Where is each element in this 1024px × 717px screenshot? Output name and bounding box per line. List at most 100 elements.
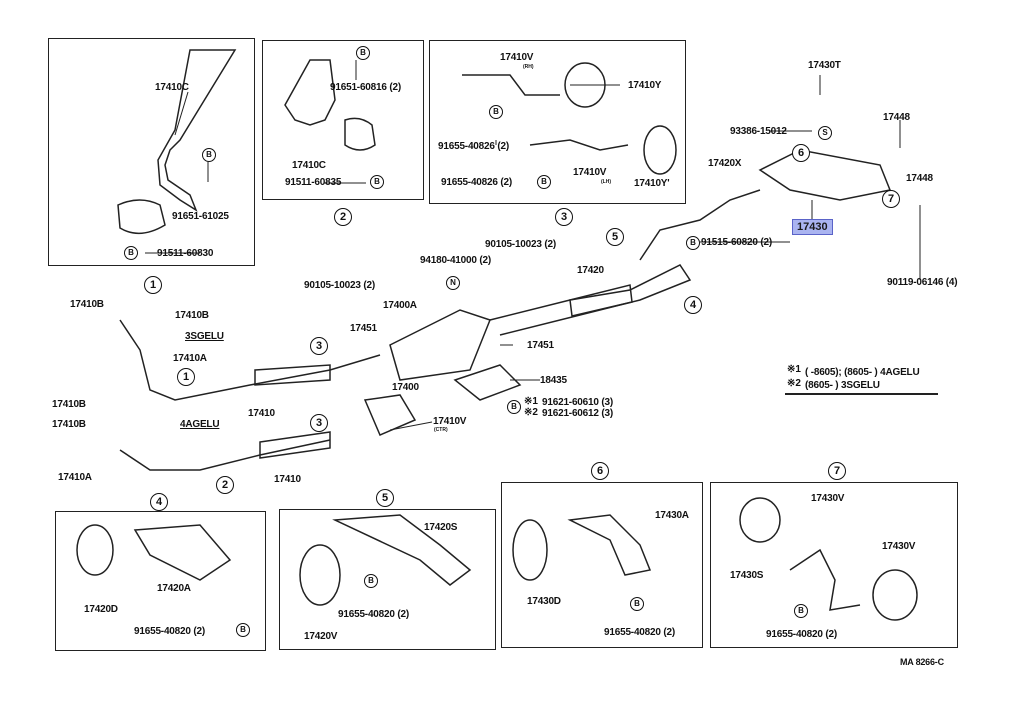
part-label[interactable]: 17410V bbox=[433, 416, 467, 427]
bolt-b-marker: B bbox=[356, 46, 370, 60]
footnote-mark-1: ※1 bbox=[524, 396, 538, 407]
index-marker-3: 3 bbox=[555, 208, 573, 226]
part-label[interactable]: 18435 bbox=[540, 375, 567, 386]
detail-box-6 bbox=[501, 482, 703, 648]
detail-box-3 bbox=[429, 40, 686, 204]
detail-box-7 bbox=[710, 482, 958, 648]
index-marker-2: 2 bbox=[334, 208, 352, 226]
part-label[interactable]: 17430T bbox=[808, 60, 841, 71]
detail-box-2 bbox=[262, 40, 424, 200]
bolt-b-marker: B bbox=[630, 597, 644, 611]
part-label[interactable]: 17410B bbox=[175, 310, 209, 321]
part-label[interactable]: 17410B bbox=[52, 419, 86, 430]
legend-mark-2: ※2 bbox=[787, 378, 801, 389]
bolt-b-marker: B bbox=[202, 148, 216, 162]
part-label[interactable]: 17410C bbox=[155, 82, 189, 93]
part-label[interactable]: 17430V bbox=[811, 493, 845, 504]
part-label[interactable]: 17400A bbox=[383, 300, 417, 311]
legend-line-1: ( -8605); (8605- ) 4AGELU bbox=[805, 367, 920, 378]
index-marker-1: 1 bbox=[144, 276, 162, 294]
legend-mark-1: ※1 bbox=[787, 364, 801, 375]
part-sub-label: (LH) bbox=[601, 179, 611, 185]
bolt-b-marker: B bbox=[686, 236, 700, 250]
part-label[interactable]: 17430D bbox=[527, 596, 561, 607]
legend-underline bbox=[785, 393, 938, 395]
index-marker-7: 7 bbox=[828, 462, 846, 480]
index-marker-3: 3 bbox=[310, 414, 328, 432]
part-label[interactable]: 91621-60612 (3) bbox=[542, 408, 613, 419]
part-label[interactable]: 17430V bbox=[882, 541, 916, 552]
part-label[interactable]: 17420X bbox=[708, 158, 742, 169]
part-label[interactable]: 17448 bbox=[906, 173, 933, 184]
bolt-b-marker: B bbox=[236, 623, 250, 637]
bolt-b-marker: B bbox=[794, 604, 808, 618]
part-label[interactable]: 17410B bbox=[70, 299, 104, 310]
index-marker-6: 6 bbox=[792, 144, 810, 162]
part-label[interactable]: 91511-60835 bbox=[285, 177, 342, 188]
diagram-code: MA 8266-C bbox=[900, 657, 944, 667]
index-marker-7: 7 bbox=[882, 190, 900, 208]
part-label[interactable]: 91621-60610 (3) bbox=[542, 397, 613, 408]
highlighted-part-label[interactable]: 17430 bbox=[792, 219, 833, 235]
part-label[interactable]: 90119-06146 (4) bbox=[887, 277, 958, 288]
index-marker-4: 4 bbox=[150, 493, 168, 511]
part-label[interactable]: 17448 bbox=[883, 112, 910, 123]
bolt-b-marker: B bbox=[364, 574, 378, 588]
part-label[interactable]: 91511-60830 bbox=[157, 248, 214, 259]
part-label[interactable]: 17410C bbox=[292, 160, 326, 171]
detail-box-1 bbox=[48, 38, 255, 266]
part-label[interactable]: 17410Y' bbox=[634, 178, 670, 189]
legend-line-2: (8605- ) 3SGELU bbox=[805, 380, 880, 391]
bolt-b-marker: B bbox=[537, 175, 551, 189]
index-marker-3: 3 bbox=[310, 337, 328, 355]
part-label[interactable]: 17420 bbox=[577, 265, 604, 276]
footnote-mark-2: ※2 bbox=[524, 407, 538, 418]
engine-label-3sgelu: 3SGELU bbox=[185, 331, 224, 342]
part-label[interactable]: 91655-40826 (2) bbox=[441, 177, 512, 188]
spacer-s-marker: S bbox=[818, 126, 832, 140]
part-label[interactable]: 17410V bbox=[500, 52, 534, 63]
part-label[interactable]: 17410B bbox=[52, 399, 86, 410]
index-marker-2: 2 bbox=[216, 476, 234, 494]
part-label[interactable]: 17410Y bbox=[628, 80, 662, 91]
part-sub-label: (RH) bbox=[523, 64, 534, 70]
part-label[interactable]: 91655-40820 (2) bbox=[766, 629, 837, 640]
part-label[interactable]: 17410V bbox=[573, 167, 607, 178]
part-label[interactable]: 17420S bbox=[424, 522, 458, 533]
detail-box-5 bbox=[279, 509, 496, 650]
part-label[interactable]: 17420A bbox=[157, 583, 191, 594]
part-label[interactable]: 91655-40820 (2) bbox=[604, 627, 675, 638]
bolt-b-marker: B bbox=[489, 105, 503, 119]
part-label[interactable]: 90105-10023 (2) bbox=[304, 280, 375, 291]
part-sub-label: (CTR) bbox=[434, 427, 448, 433]
bolt-b-marker: B bbox=[370, 175, 384, 189]
part-label[interactable]: 17410A bbox=[58, 472, 92, 483]
part-label[interactable]: 94180-41000 (2) bbox=[420, 255, 491, 266]
part-label[interactable]: 17410 bbox=[274, 474, 301, 485]
engine-label-4agelu: 4AGELU bbox=[180, 419, 220, 430]
part-label[interactable]: 91655-40820 (2) bbox=[134, 626, 205, 637]
part-label[interactable]: 17410A bbox=[173, 353, 207, 364]
part-label[interactable]: 17400 bbox=[392, 382, 419, 393]
part-label[interactable]: 17451 bbox=[527, 340, 554, 351]
part-label[interactable]: 91655-40826 (2) bbox=[438, 141, 509, 152]
index-marker-1: 1 bbox=[177, 368, 195, 386]
part-label[interactable]: 90105-10023 (2) bbox=[485, 239, 556, 250]
part-label[interactable]: 17451 bbox=[350, 323, 377, 334]
part-label[interactable]: 91651-61025 bbox=[172, 211, 229, 222]
part-label[interactable]: 17430A bbox=[655, 510, 689, 521]
part-label[interactable]: 93386-15012 bbox=[730, 126, 787, 137]
index-marker-5: 5 bbox=[376, 489, 394, 507]
part-label[interactable]: 91651-60816 (2) bbox=[330, 82, 401, 93]
nut-n-marker: N bbox=[446, 276, 460, 290]
bolt-b-marker: B bbox=[124, 246, 138, 260]
part-label[interactable]: 17430S bbox=[730, 570, 764, 581]
part-label[interactable]: 17410 bbox=[248, 408, 275, 419]
part-label[interactable]: 17420D bbox=[84, 604, 118, 615]
detail-box-4 bbox=[55, 511, 266, 651]
part-label[interactable]: 91515-60820 (2) bbox=[701, 237, 772, 248]
part-label[interactable]: 91655-40820 (2) bbox=[338, 609, 409, 620]
part-label[interactable]: 17420V bbox=[304, 631, 338, 642]
bolt-b-marker: B bbox=[507, 400, 521, 414]
